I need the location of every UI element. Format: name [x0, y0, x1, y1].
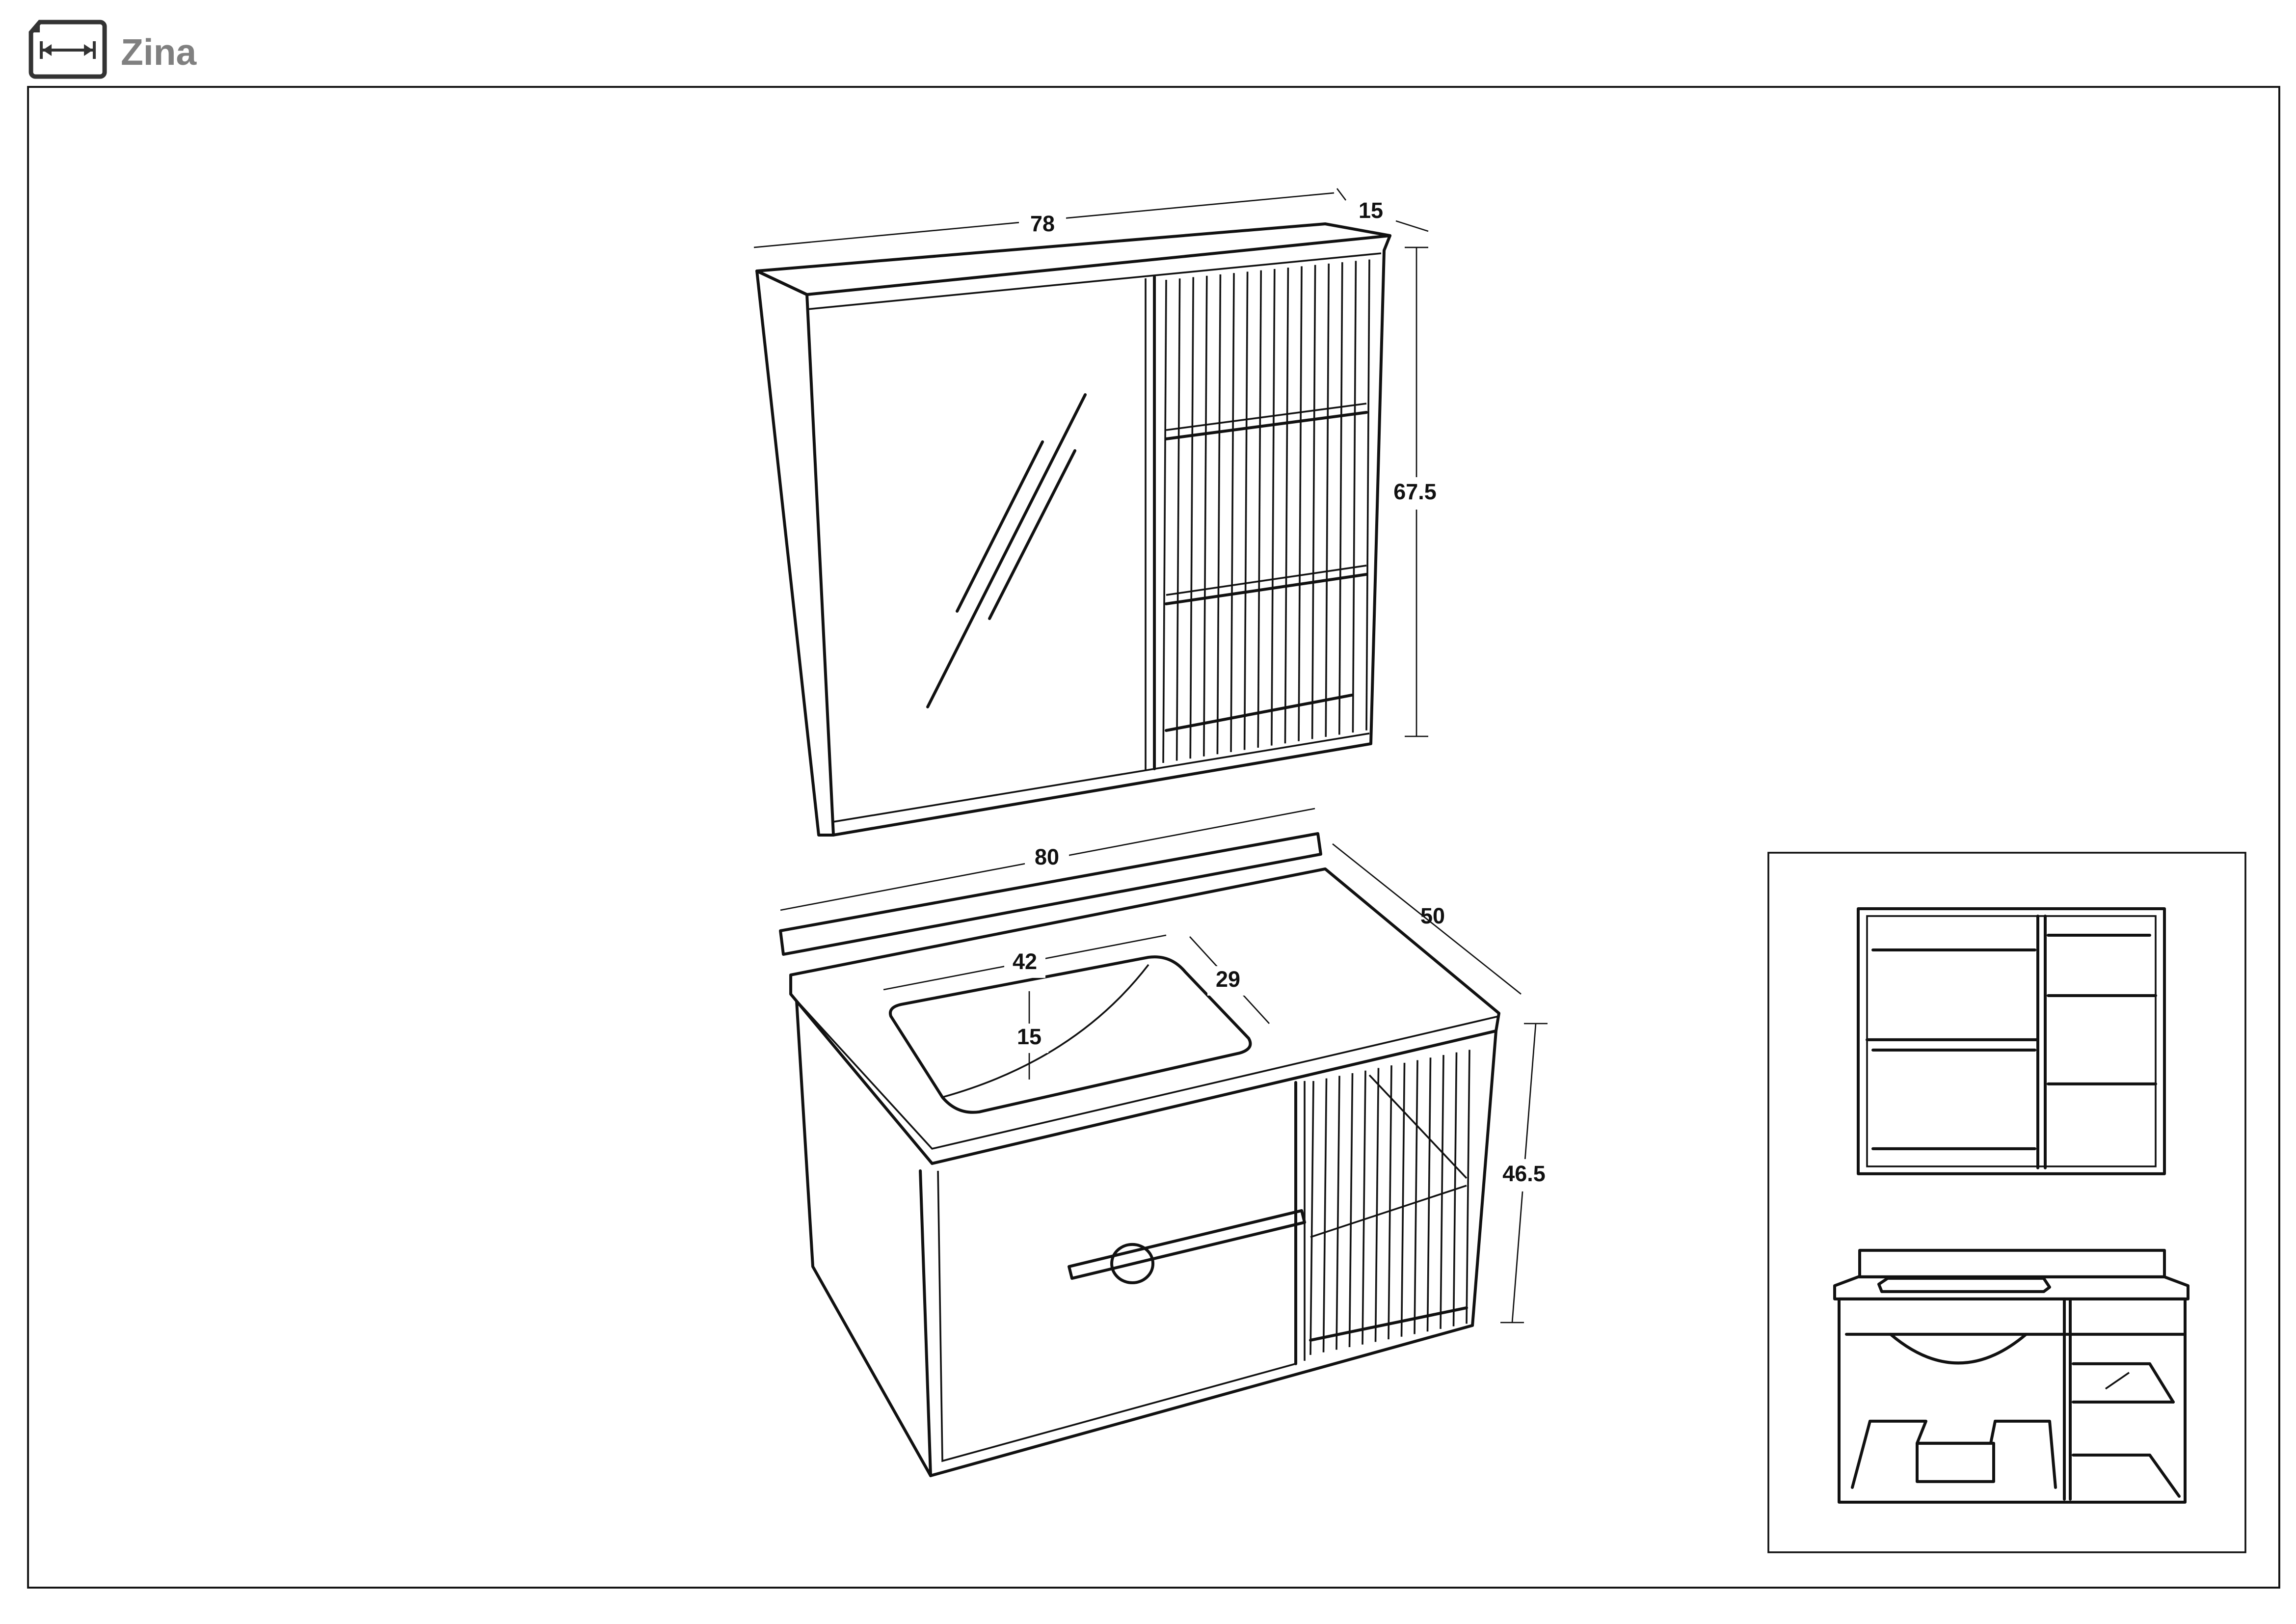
slat	[1414, 1060, 1418, 1334]
vanity-slats	[1309, 1050, 1470, 1355]
dim-vanity-depth: 50	[1420, 903, 1445, 928]
slat	[1374, 1068, 1380, 1342]
mirror-cabinet: 78 15 67.5	[753, 188, 1446, 837]
slat	[1257, 270, 1262, 748]
shelf	[1165, 693, 1354, 732]
slat	[1348, 1073, 1354, 1348]
drawing-frame	[27, 86, 2280, 1589]
countertop	[789, 867, 1501, 1165]
slat	[1322, 1078, 1328, 1353]
slat	[1388, 1065, 1392, 1340]
dim-mirror-width: 78	[1030, 211, 1055, 236]
slat	[1189, 277, 1195, 759]
slat	[1271, 269, 1276, 746]
front-elevation-inset	[1767, 852, 2246, 1553]
slat	[1216, 274, 1222, 755]
dim-basin-height: 15	[1017, 1024, 1041, 1049]
slat	[1352, 261, 1357, 733]
slat	[1325, 263, 1330, 737]
slat	[1284, 268, 1289, 744]
shelf	[1165, 572, 1368, 605]
basin	[889, 955, 1252, 1114]
cabinet-front-outline	[832, 234, 1392, 837]
slat	[1362, 1070, 1366, 1345]
mirror-cabinet-elevation	[1857, 907, 2166, 1175]
drawer-handle-icon	[1068, 1209, 1307, 1284]
slat	[1230, 273, 1235, 752]
slat	[1243, 271, 1249, 750]
dim-vanity-width: 80	[1035, 844, 1059, 869]
slat	[1400, 1062, 1406, 1337]
shelf	[1165, 410, 1368, 440]
slat	[1309, 1081, 1314, 1355]
slat	[1338, 262, 1343, 735]
slat	[1440, 1055, 1444, 1329]
dim-basin-depth: 29	[1216, 967, 1240, 992]
dim-basin-width: 42	[1013, 949, 1037, 974]
product-title: Zina	[121, 31, 197, 73]
dim-line-vanity-depth	[1332, 843, 1522, 995]
slat	[1335, 1076, 1340, 1350]
slat	[1162, 279, 1167, 763]
dim-mirror-height: 67.5	[1393, 479, 1437, 504]
basin-curve	[942, 964, 1149, 1098]
slat	[1203, 275, 1208, 757]
frame-top-inner	[806, 252, 1382, 310]
vanity-elevation	[1833, 1248, 2189, 1504]
dimension-sheet-icon	[28, 20, 107, 79]
frame-bottom-inner	[833, 732, 1370, 823]
mirror-cabinet-slats	[1162, 259, 1370, 763]
mirror-reflection-icon	[926, 393, 1087, 708]
slat	[1311, 265, 1316, 739]
slat	[1365, 259, 1370, 731]
slat	[1298, 266, 1303, 741]
slat	[1175, 278, 1181, 761]
cabinet-left-side	[755, 269, 835, 837]
dim-mirror-depth: 15	[1359, 198, 1383, 223]
dim-vanity-height: 46.5	[1502, 1161, 1546, 1186]
backsplash	[779, 832, 1323, 956]
dim-line-depth	[1395, 220, 1429, 232]
vanity-unit: 80 50 42 29 15 46.5	[779, 808, 1555, 1477]
slat	[1466, 1050, 1470, 1324]
slat	[1426, 1057, 1432, 1332]
